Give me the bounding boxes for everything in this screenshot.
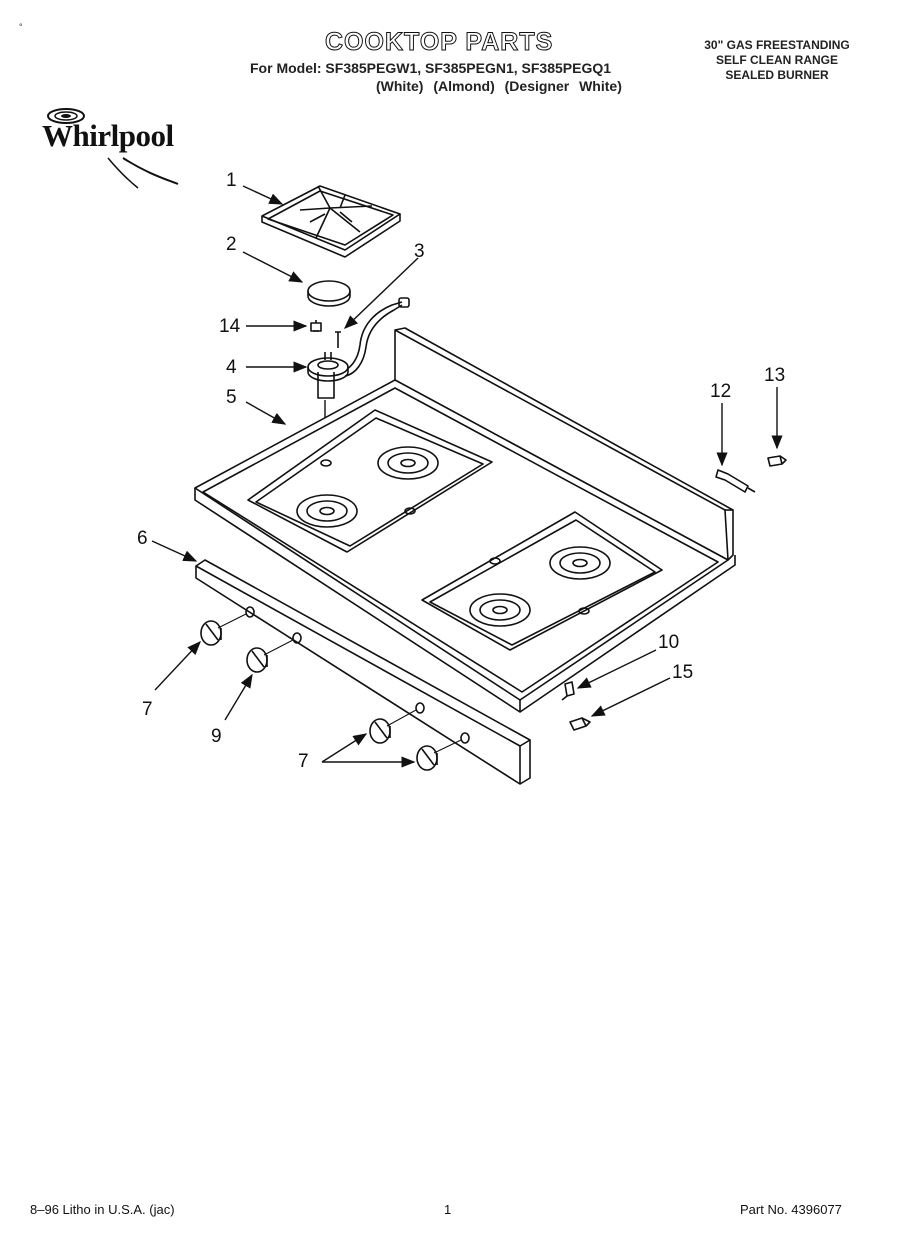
control-knob-4 — [416, 745, 438, 771]
page-title: COOKTOP PARTS — [324, 28, 554, 57]
callout-12: 12 — [710, 381, 732, 402]
screw-14 — [310, 320, 322, 332]
product-spec: 30" GAS FREESTANDING SELF CLEAN RANGE SE… — [682, 38, 872, 83]
callout-14: 14 — [219, 316, 241, 337]
callout-2: 2 — [226, 234, 237, 255]
control-knob-3 — [369, 718, 391, 744]
spec-line-3: SEALED BURNER — [725, 68, 829, 82]
clip-part-10 — [561, 681, 575, 701]
callout-5: 5 — [226, 387, 237, 408]
spec-line-2: SELF CLEAN RANGE — [715, 53, 838, 67]
callout-1: 1 — [226, 170, 237, 191]
callout-9: 9 — [211, 726, 222, 747]
callout-13: 13 — [764, 365, 786, 386]
model-variants: (White) (Almond) (Designer White) — [376, 78, 622, 94]
spec-line-1: 30" GAS FREESTANDING — [704, 38, 850, 52]
footer-page-number: 1 — [444, 1202, 452, 1217]
callout-7-bottom: 7 — [298, 751, 309, 772]
callout-10: 10 — [658, 632, 680, 653]
control-knob-1 — [200, 620, 222, 646]
whirlpool-logo-text: Whirlpool — [42, 118, 174, 153]
footer-part-number: Part No. 4396077 — [740, 1202, 842, 1217]
callout-6: 6 — [137, 528, 148, 549]
stray-mark: ° — [19, 22, 23, 32]
callout-7-left: 7 — [142, 699, 153, 720]
callout-3: 3 — [414, 241, 425, 262]
model-numbers: For Model: SF385PEGW1, SF385PEGN1, SF385… — [250, 60, 612, 76]
burner-grate — [261, 185, 401, 258]
callout-15: 15 — [672, 662, 694, 683]
burner-base — [307, 352, 349, 399]
control-knob-2 — [246, 647, 268, 673]
callout-4: 4 — [226, 357, 237, 378]
switch-part-12 — [715, 469, 756, 493]
footer-litho: 8–96 Litho in U.S.A. (jac) — [30, 1202, 175, 1217]
screw-part-13 — [767, 455, 787, 467]
burner-cap — [307, 280, 351, 307]
control-panel-strip — [195, 559, 531, 785]
cooktop-panel — [194, 327, 736, 713]
whirlpool-logo-icon — [47, 108, 179, 189]
screw-part-15 — [569, 717, 591, 731]
